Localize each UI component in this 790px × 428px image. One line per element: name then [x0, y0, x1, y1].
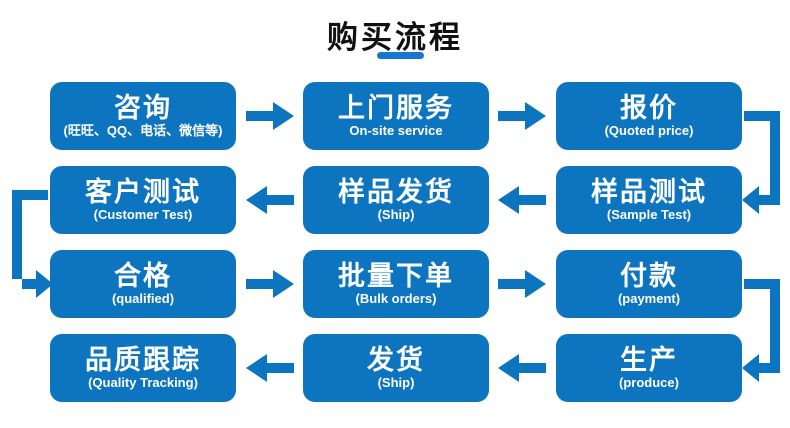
step-label: 样品发货 — [338, 177, 454, 207]
step-payment: 付款 (payment) — [556, 250, 742, 318]
arrow-right-icon — [498, 270, 546, 298]
step-ship: 发货 (Ship) — [303, 334, 489, 402]
step-sublabel: (Quoted price) — [604, 123, 694, 139]
step-sublabel: On-site service — [349, 123, 443, 139]
arrow-right-icon — [246, 102, 294, 130]
page-title: 购买流程 — [327, 20, 463, 55]
arrow-left-icon — [246, 354, 294, 382]
step-sublabel: (Sample Test) — [606, 207, 692, 223]
step-label: 客户测试 — [85, 177, 201, 207]
step-label: 合格 — [114, 261, 172, 291]
step-sublabel: (Quality Tracking) — [88, 375, 198, 391]
step-sublabel: (qualified) — [111, 291, 175, 307]
step-sublabel: (payment) — [617, 291, 681, 307]
arrow-left-icon — [498, 186, 546, 214]
step-consult: 咨询 (旺旺、QQ、电话、微信等) — [50, 82, 236, 150]
step-label: 样品测试 — [591, 177, 707, 207]
step-label: 付款 — [620, 261, 678, 291]
step-sample-ship: 样品发货 (Ship) — [303, 166, 489, 234]
step-produce: 生产 (produce) — [556, 334, 742, 402]
arrow-right-icon — [246, 270, 294, 298]
step-qualified: 合格 (qualified) — [50, 250, 236, 318]
step-sublabel: (Ship) — [377, 375, 415, 391]
step-sublabel: (Ship) — [377, 207, 415, 223]
step-quote: 报价 (Quoted price) — [556, 82, 742, 150]
step-label: 咨询 — [114, 93, 172, 123]
step-label: 发货 — [367, 345, 425, 375]
step-sublabel: (produce) — [619, 375, 679, 391]
step-onsite-service: 上门服务 On-site service — [303, 82, 489, 150]
arrow-left-icon — [246, 186, 294, 214]
step-label: 生产 — [620, 345, 678, 375]
step-label: 批量下单 — [338, 261, 454, 291]
step-sample-test: 样品测试 (Sample Test) — [556, 166, 742, 234]
arrow-right-icon — [498, 102, 546, 130]
step-label: 上门服务 — [338, 93, 454, 123]
step-sublabel: (旺旺、QQ、电话、微信等) — [63, 123, 223, 139]
title-underline — [377, 52, 424, 59]
step-bulk-order: 批量下单 (Bulk orders) — [303, 250, 489, 318]
step-label: 报价 — [620, 93, 678, 123]
step-quality-tracking: 品质跟踪 (Quality Tracking) — [50, 334, 236, 402]
step-customer-test: 客户测试 (Customer Test) — [50, 166, 236, 234]
step-sublabel: (Customer Test) — [93, 207, 193, 223]
arrow-left-icon — [498, 354, 546, 382]
step-label: 品质跟踪 — [85, 345, 201, 375]
step-sublabel: (Bulk orders) — [355, 291, 437, 307]
